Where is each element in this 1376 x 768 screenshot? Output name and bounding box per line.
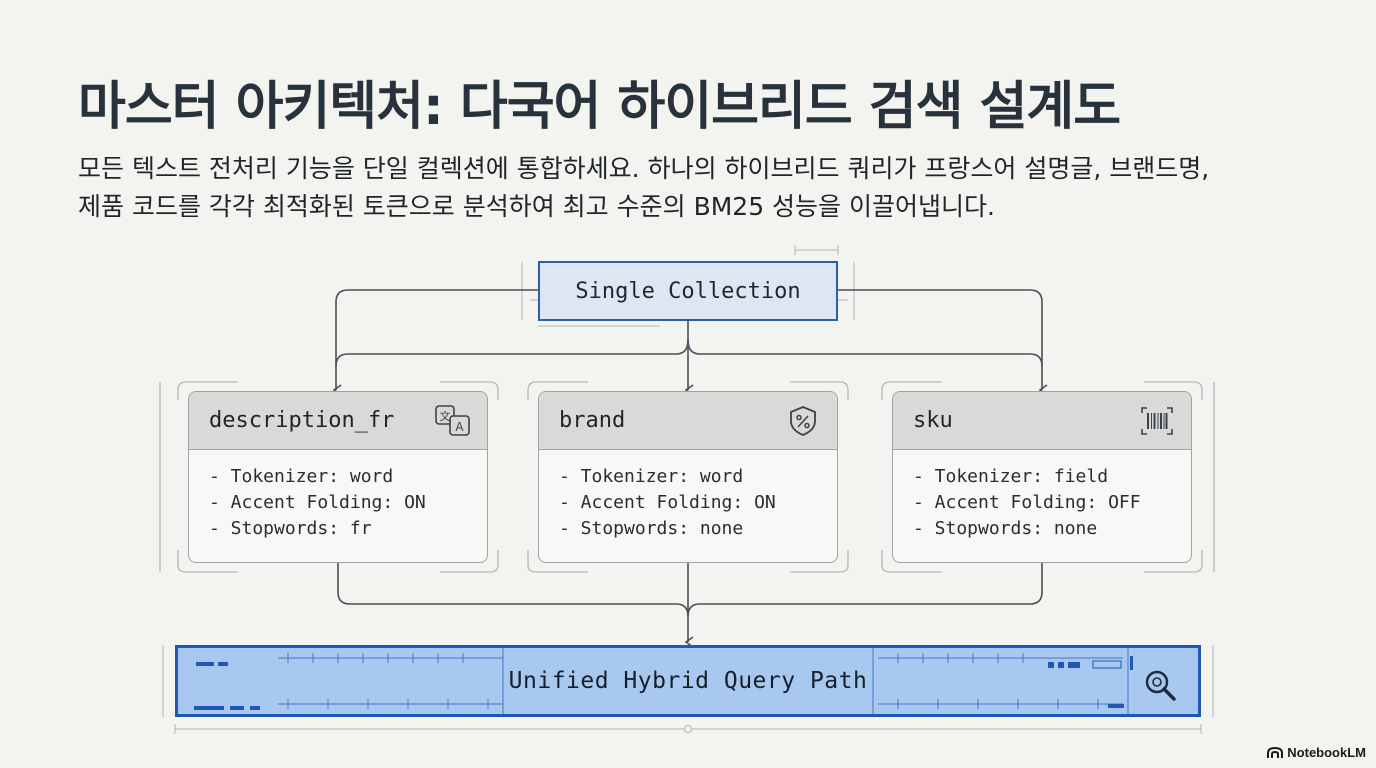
notebooklm-logo-icon: [1267, 746, 1284, 758]
single-collection-label: Single Collection: [575, 278, 801, 304]
query-decor: [162, 645, 1214, 734]
page-title: 마스터 아키텍처: 다국어 하이브리드 검색 설계도: [78, 77, 1121, 137]
field-setting-accent-folding: - Accent Folding: OFF: [913, 492, 1141, 513]
field-card-brand: brand - Tokenizer: word - Accent Folding…: [538, 391, 838, 563]
field-setting-stopwords: - Stopwords: none: [559, 518, 744, 539]
subtitle-line-1: 모든 텍스트 전처리 기능을 단일 컬렉션에 통합하세요. 하나의 하이브리드 …: [78, 154, 1210, 183]
field-setting-tokenizer: - Tokenizer: word: [209, 466, 394, 487]
single-collection-node: Single Collection: [538, 261, 838, 321]
page-subtitle: 모든 텍스트 전처리 기능을 단일 컬렉션에 통합하세요. 하나의 하이브리드 …: [78, 150, 1308, 226]
field-setting-stopwords: - Stopwords: none: [913, 518, 1098, 539]
field-card-body: - Tokenizer: field - Accent Folding: OFF…: [893, 450, 1191, 542]
field-setting-stopwords: - Stopwords: fr: [209, 518, 372, 539]
field-setting-accent-folding: - Accent Folding: ON: [209, 492, 426, 513]
field-setting-tokenizer: - Tokenizer: field: [913, 466, 1109, 487]
subtitle-line-2: 제품 코드를 각각 최적화된 토큰으로 분석하여 최고 수준의 BM25 성능을…: [78, 192, 995, 221]
translate-icon: 文 A: [435, 405, 470, 436]
svg-text:A: A: [455, 420, 464, 434]
svg-text:文: 文: [440, 409, 451, 423]
field-card-description-fr: description_fr 文 A - Tokenizer: word - A…: [188, 391, 488, 563]
barcode-icon: [1141, 407, 1173, 435]
field-card-header: sku: [893, 392, 1191, 450]
badge-percent-icon: [790, 406, 816, 436]
field-card-body: - Tokenizer: word - Accent Folding: ON -…: [539, 450, 837, 542]
field-card-header: description_fr 文 A: [189, 392, 487, 450]
search-icon: [1145, 670, 1176, 701]
field-name: description_fr: [209, 408, 395, 433]
query-path-decor: [194, 648, 1133, 714]
connector-bottom: [337, 562, 1043, 648]
watermark-text: NotebookLM: [1287, 745, 1366, 760]
field-name: sku: [913, 408, 953, 433]
field-setting-tokenizer: - Tokenizer: word: [559, 466, 744, 487]
query-path-label: Unified Hybrid Query Path: [508, 668, 868, 694]
notebooklm-watermark: NotebookLM: [1267, 745, 1366, 760]
field-card-sku: sku - Tokenizer: field - Accent Folding:…: [892, 391, 1192, 563]
field-card-body: - Tokenizer: word - Accent Folding: ON -…: [189, 450, 487, 542]
unified-query-path-node: Unified Hybrid Query Path: [175, 645, 1201, 717]
field-name: brand: [559, 408, 626, 433]
field-setting-accent-folding: - Accent Folding: ON: [559, 492, 776, 513]
field-card-header: brand: [539, 392, 837, 450]
connector-top: [332, 289, 1048, 396]
card-brackets: [159, 381, 1215, 573]
